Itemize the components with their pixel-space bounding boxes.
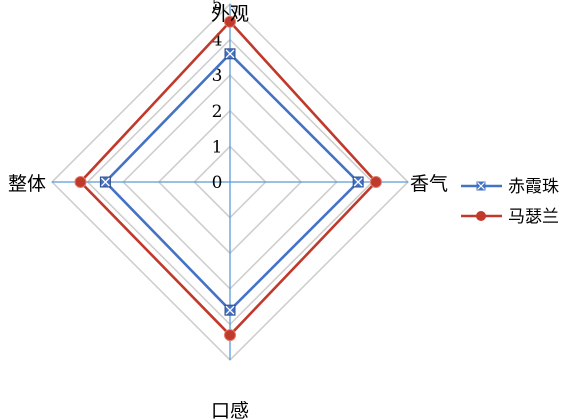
data-series: [74, 15, 382, 342]
data-point-x-mark: [100, 177, 110, 187]
category-labels: 外观 香气 口感 整体: [8, 3, 448, 420]
legend-label-series-1: 赤霞珠: [508, 177, 559, 197]
legend-marker-circle: [476, 211, 486, 221]
category-label-bottom: 口感: [211, 400, 249, 420]
tick-label-3: 3: [212, 66, 223, 86]
tick-label-2: 2: [212, 102, 223, 122]
data-point: [224, 329, 236, 342]
category-label-right: 香气: [410, 173, 448, 195]
tick-label-0: 0: [212, 173, 223, 193]
tick-label-5: 5: [212, 0, 223, 15]
legend-item-series-1: 赤霞珠: [461, 177, 559, 197]
tick-label-1: 1: [212, 137, 223, 157]
legend-item-series-2: 马瑟兰: [461, 207, 559, 227]
category-label-top: 外观: [211, 3, 249, 25]
category-label-left: 整体: [8, 173, 46, 195]
data-point-x-mark: [225, 49, 235, 59]
data-point-x-mark: [353, 177, 363, 187]
series-1: [99, 48, 364, 316]
data-point: [224, 15, 236, 28]
data-point-x-mark: [225, 305, 235, 315]
radial-tick-labels: 0 1 2 3 4 5: [212, 0, 223, 193]
legend: 赤霞珠 马瑟兰: [461, 177, 559, 227]
data-point: [74, 176, 87, 188]
data-point: [369, 176, 382, 188]
legend-label-series-2: 马瑟兰: [508, 207, 559, 227]
tick-label-4: 4: [212, 31, 223, 51]
series-2: [74, 15, 382, 342]
